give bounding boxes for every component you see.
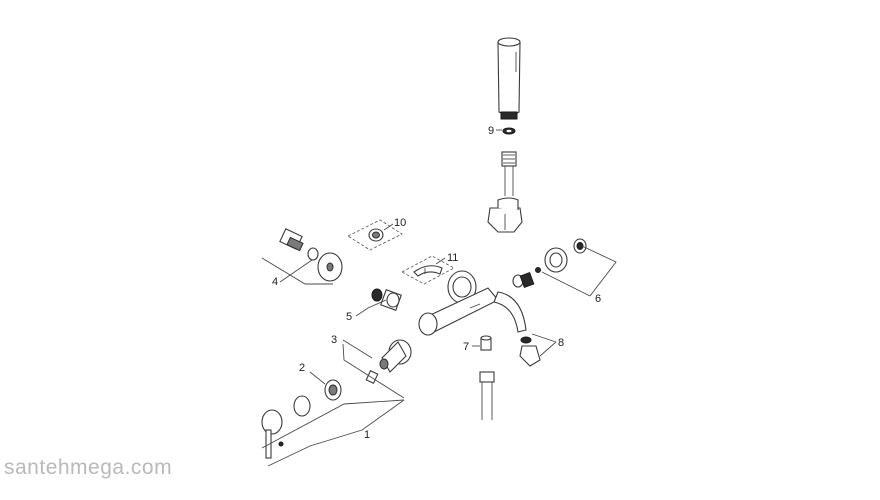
- adapter-5: [371, 288, 402, 311]
- part-label-4: 4: [272, 276, 278, 288]
- part-label-5: 5: [346, 311, 352, 323]
- shower-holder: [487, 197, 523, 233]
- part-label-8: 8: [558, 337, 564, 349]
- aerator-8: [519, 336, 541, 367]
- part-label-9: 9: [488, 125, 494, 137]
- connector-10: [347, 219, 403, 251]
- ring-2: [324, 379, 342, 401]
- fitting-7: [480, 335, 492, 351]
- part-label-7: 7: [463, 341, 469, 353]
- seal-washer-9: [502, 127, 516, 135]
- part-label-11: 11: [447, 252, 458, 264]
- part-label-2: 2: [299, 362, 305, 374]
- hose-lower: [479, 371, 495, 420]
- mixer-body: [418, 270, 527, 336]
- watermark: santehmega.com: [4, 456, 173, 479]
- bracket-11: [401, 255, 455, 285]
- cartridge-3: [365, 339, 412, 384]
- shower-hose-top: [501, 151, 517, 196]
- part-label-3: 3: [331, 334, 337, 346]
- leader-lines: [261, 129, 617, 467]
- handle-1: [261, 395, 311, 459]
- part-label-6: 6: [595, 293, 601, 305]
- part-label-1: 1: [364, 429, 370, 441]
- hand-shower: [497, 37, 521, 120]
- part-label-10: 10: [394, 217, 406, 229]
- connector-group-6: [512, 238, 587, 288]
- eccentric-connector-4: [279, 228, 343, 282]
